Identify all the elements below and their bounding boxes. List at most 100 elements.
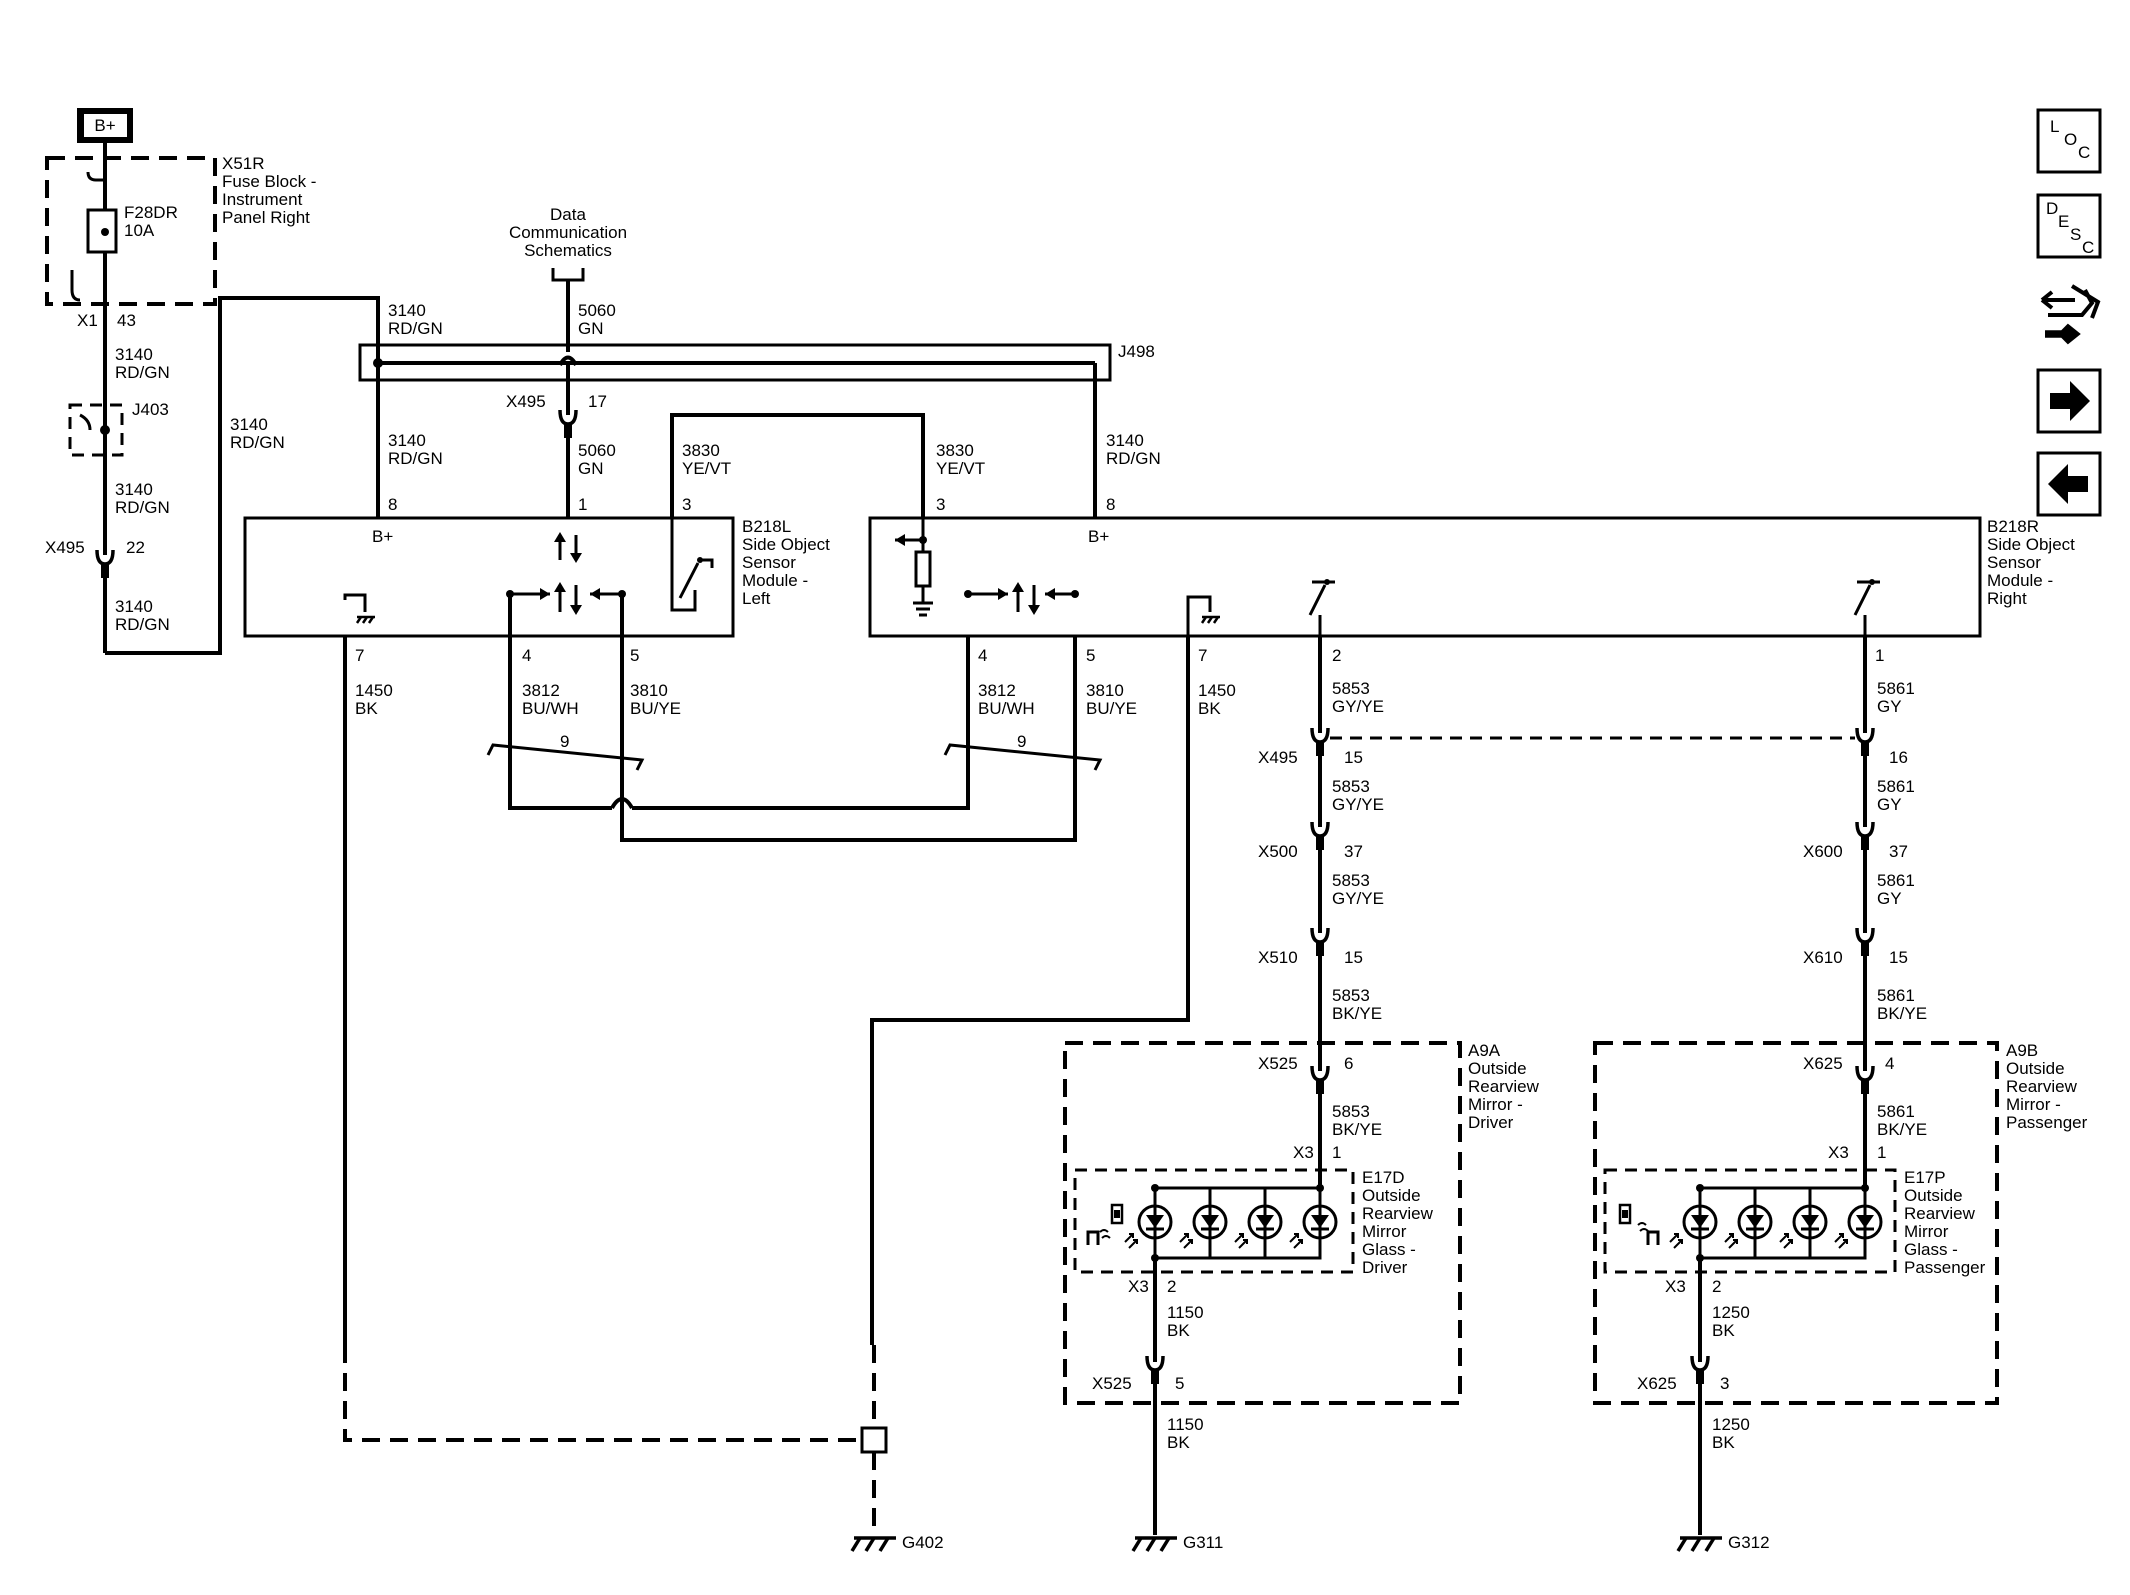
svg-text:Driver: Driver [1362,1258,1408,1277]
connector-x525-label: X525 [1092,1374,1132,1393]
mirror-a9b-outline [1593,1041,1999,1405]
svg-text:C: C [2078,143,2090,162]
wire-3140-color: RD/GN [388,319,443,338]
desc-button[interactable]: D E S C [2036,193,2102,259]
ground-small-icon [343,593,377,625]
svg-text:Glass -: Glass - [1904,1240,1958,1259]
svg-text:Rearview: Rearview [1468,1077,1540,1096]
connector-x525-label: X525 [1258,1054,1298,1073]
svg-text:Communication: Communication [509,223,627,242]
svg-text:Rearview: Rearview [2006,1077,2078,1096]
switch-icon [670,518,714,612]
svg-text:Rearview: Rearview [1362,1204,1434,1223]
wire-1450-label: 1450 [355,681,393,700]
wire-3140-label: 3140 [115,345,153,364]
splice-j403-label: J403 [132,400,169,419]
fuse-icon [70,162,118,302]
wire-3830-color: YE/VT [936,459,985,478]
wire-3810-label: 3810 [1086,681,1124,700]
pin-3-label: 3 [936,495,945,514]
connector-x610-label: X610 [1803,948,1843,967]
svg-text:Module -: Module - [1987,571,2053,590]
mirror-glass-e17p-outline [1603,1168,1897,1274]
connector-x1-label: X1 [77,311,98,330]
module-b218r-label: B218R Side Object Sensor Module - Right [1987,517,2075,608]
ground-g402-label: G402 [902,1533,944,1552]
wire-5853-color: BK/YE [1332,1004,1382,1023]
wire-5861-label: 5861 [1877,871,1915,890]
connector-x625-label: X625 [1637,1374,1677,1393]
wire-5861-color: GY [1877,697,1902,716]
wire-5853-color: GY/YE [1332,795,1384,814]
pin-7-label: 7 [355,646,364,665]
fuse-rating-label: F28DR 10A [124,203,178,240]
wire-3810-color: BU/YE [630,699,681,718]
pin-5-label: 5 [630,646,639,665]
connector-x495-label: X495 [45,538,85,557]
input-resistor-icon [895,518,933,617]
mirror-a9a-outline [1063,1041,1462,1405]
svg-text:S: S [2070,225,2081,244]
data-communication-reference: Data Communication Schematics [509,205,627,282]
ground-small-icon [1186,595,1222,636]
wire-1150-color: BK [1167,1321,1190,1340]
pin-15-label: 15 [1344,948,1363,967]
connector-x600-label: X600 [1803,842,1843,861]
wire-3140-color: RD/GN [115,498,170,517]
wire-3830-color: YE/VT [682,459,731,478]
wire-1450-color: BK [1198,699,1221,718]
wire-3812-label: 3812 [978,681,1016,700]
ground-g312-label: G312 [1728,1533,1770,1552]
wire-3140-label: 3140 [388,301,426,320]
wire-5060-color: GN [578,459,604,478]
svg-text:O: O [2064,130,2077,149]
pin-22-label: 22 [126,538,145,557]
pin-2-label: 2 [1167,1277,1176,1296]
splice-j498 [358,343,1112,382]
mirror-a9a-label: A9A Outside Rearview Mirror - Driver [1468,1041,1540,1132]
pin-7-label: 7 [1198,646,1207,665]
previous-page-button[interactable] [2036,451,2102,517]
wire-1250-label: 1250 [1712,1303,1750,1322]
connector-x625-label: X625 [1803,1054,1843,1073]
pin-1-label: 1 [1332,1143,1341,1162]
wire-5853-color: BK/YE [1332,1120,1382,1139]
wire-3140-color: RD/GN [115,615,170,634]
led-lamp-icon [1178,1204,1228,1250]
next-page-button[interactable] [2036,368,2102,434]
svg-text:C: C [2082,238,2094,257]
loc-button[interactable]: L O C [2036,108,2102,174]
pin-4-label: 4 [522,646,531,665]
svg-text:Right: Right [1987,589,2027,608]
led-lamp-icon [1123,1204,1173,1250]
connector-x510-label: X510 [1258,948,1298,967]
svg-text:Mirror: Mirror [1362,1222,1407,1241]
battery-positive-badge: B+ [77,108,133,143]
mirror-glass-e17d-label: E17D Outside Rearview Mirror Glass - Dri… [1362,1168,1434,1277]
svg-text:B+: B+ [94,116,115,135]
svg-text:Passenger: Passenger [2006,1113,2088,1132]
ground-g402-icon [850,1536,898,1553]
svg-text:Outside: Outside [2006,1059,2065,1078]
ground-g312-icon [1676,1536,1724,1553]
wire-1150-label: 1150 [1167,1415,1204,1434]
ground-g311-icon [1131,1536,1179,1553]
connector-x3-label: X3 [1828,1143,1849,1162]
mirror-indicator-icon [1618,1203,1660,1245]
connector-wrench-icon[interactable] [2036,278,2102,345]
svg-text:A9A: A9A [1468,1041,1501,1060]
svg-text:Schematics: Schematics [524,241,612,260]
wire-3810-color: BU/YE [1086,699,1137,718]
connector-x3-label: X3 [1665,1277,1686,1296]
pin-4-label: 4 [978,646,987,665]
wire-5861-color: BK/YE [1877,1120,1927,1139]
wire-5060-color: GN [578,319,604,338]
wire-3140-label: 3140 [115,480,153,499]
mirror-glass-e17p-label: E17P Outside Rearview Mirror Glass - Pas… [1904,1168,1986,1277]
wire-1450-label: 1450 [1198,681,1236,700]
wire-3140-label: 3140 [388,431,426,450]
pin-8-label: 8 [388,495,397,514]
pin-8-label: 8 [1106,495,1115,514]
wire-5853-color: GY/YE [1332,889,1384,908]
